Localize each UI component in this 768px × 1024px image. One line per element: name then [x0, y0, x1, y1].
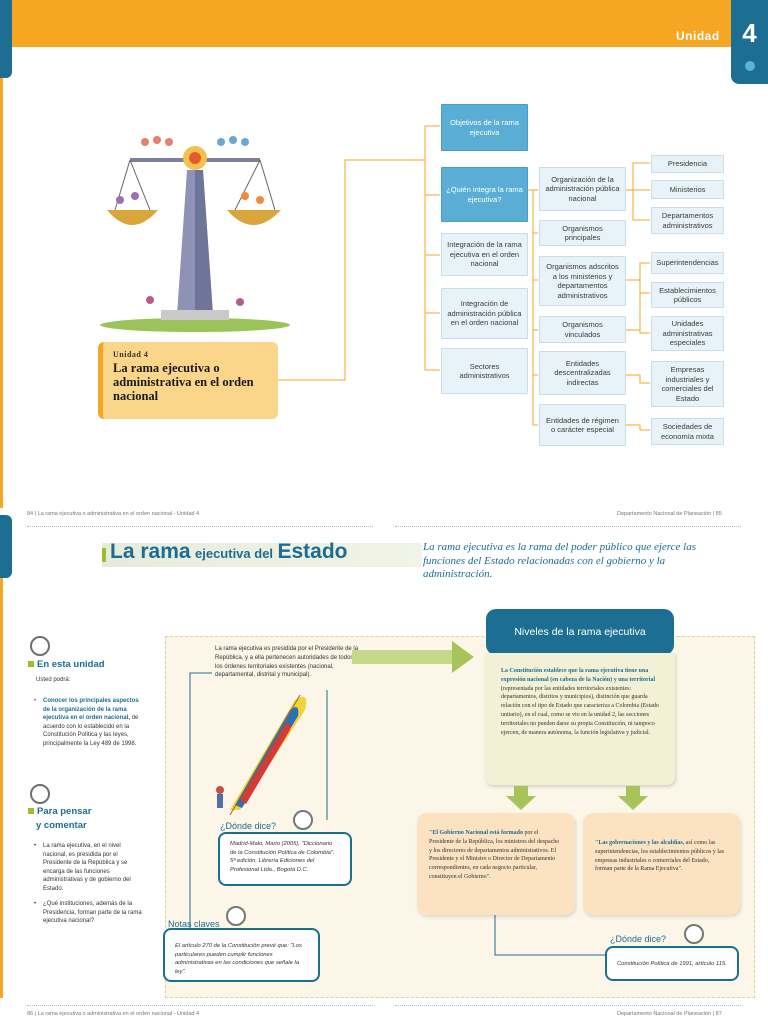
diagram-connectors: [278, 125, 650, 431]
unit-caption: Unidad 4: [113, 350, 149, 359]
unit-number: 4: [742, 18, 757, 48]
diagram-node-departamentos: Departamentos administrativos: [651, 207, 724, 234]
bullet-marker: [28, 808, 34, 815]
balance-scale-illustration: [100, 136, 290, 332]
diagram-node-organismos-principales: Organismos principales: [539, 220, 626, 246]
left-accent-strip: [0, 515, 12, 578]
levels-text: La Constitución establece que la rama ej…: [485, 653, 675, 785]
sidebar-heading: Para pensar: [28, 806, 91, 817]
title-marker: [102, 548, 106, 562]
footer-right-bottom: Departamento Nacional de Planeación | 87: [617, 1011, 722, 1017]
feather-pen-illustration: [216, 694, 307, 816]
bullet-marker: •: [34, 901, 37, 907]
diagram-node-sectores: Sectores administrativos: [441, 348, 528, 394]
diagram-node-unidades: Unidades administrativas especiales: [651, 316, 724, 351]
footer-left-top: 84 | La rama ejecutiva o administrativa …: [27, 511, 200, 517]
source-note: Madrid-Malo, Mario (2005), "Diccionario …: [218, 832, 352, 886]
divider: [27, 1005, 373, 1006]
arrow-down-head: [506, 796, 536, 810]
title-part: La rama: [110, 540, 191, 563]
diagram-node-integracion-rama: Integración de la rama ejecutiva en el o…: [441, 233, 528, 276]
sidebar-heading: En esta unidad: [28, 659, 105, 670]
divider: [395, 526, 741, 527]
diagram-node-regimen-especial: Entidades de régimen o carácter especial: [539, 404, 626, 446]
diagram-node-establecimientos: Establecimientos públicos: [651, 282, 724, 308]
section-lead: La rama ejecutiva es la rama del poder p…: [423, 541, 697, 580]
unit-label: Unidad: [676, 29, 720, 43]
diagram-node-presidencia: Presidencia: [651, 155, 724, 173]
thinking-person-icon: [30, 784, 50, 804]
divider: [395, 1005, 741, 1006]
arrow-right-head: [452, 641, 474, 673]
title-part: ejecutiva del: [195, 546, 274, 561]
diagram-node-empresas: Empresas industriales y comerciales del …: [651, 361, 724, 407]
sidebar-intro: Usted podrá:: [36, 677, 71, 683]
divider: [27, 526, 373, 527]
diagram-node-organismos-vinculados: Organismos vinculados: [539, 316, 626, 343]
left-accent-line: [0, 578, 3, 998]
key-note: El artículo 270 de la Constitución prevé…: [163, 928, 320, 982]
footer-right-top: Departamento Nacional de Planeación | 85: [617, 511, 722, 517]
diagram-node-ministerios: Ministerios: [651, 180, 724, 199]
diagram-node-superintendencias: Superintendencias: [651, 252, 724, 274]
unit-title-box: Unidad 4 La rama ejecutiva o administrat…: [98, 342, 278, 419]
left-accent-strip: [0, 0, 12, 78]
diagram-node-quien-integra: ¿Quién integra la rama ejecutiva?: [441, 167, 528, 222]
section-title: La rama ejecutiva del Estado: [110, 540, 348, 564]
diagram-node-objetivos: Objetivos de la rama ejecutiva: [441, 104, 528, 151]
unit-title: La rama ejecutiva o administrativa en el…: [113, 361, 254, 403]
levels-heading: Niveles de la rama ejecutiva: [486, 609, 674, 655]
sidebar-question: •¿Qué instituciones, además de la Presid…: [34, 901, 142, 924]
title-part: Estado: [277, 540, 348, 563]
diagram-node-entidades-descentralizadas: Entidades descentralizadas indirectas: [539, 351, 626, 395]
reader-icon: [684, 924, 704, 944]
arrow-right-stem: [352, 650, 452, 664]
arrow-down-head: [618, 796, 648, 810]
arrow-down-stem: [514, 786, 528, 796]
bullet-marker: [28, 661, 34, 668]
sidebar-objective: •Conocer los principales aspectos de la …: [34, 698, 139, 747]
reader-icon: [293, 810, 313, 830]
bullet-marker: •: [34, 698, 37, 704]
bullet-marker: •: [34, 843, 37, 849]
key-notes-icon: [226, 906, 246, 926]
unit-dot: [745, 61, 755, 71]
footer-left-bottom: 86 | La rama ejecutiva o administrativa …: [27, 1011, 200, 1017]
sidebar-question: •La rama ejecutiva, en el nivel nacional…: [34, 843, 131, 892]
key-notes-heading: Notas claves: [168, 919, 220, 929]
diagram-node-integracion-administracion: Integración de administración pública en…: [441, 288, 528, 339]
arrow-down-stem: [626, 786, 640, 796]
diagram-node-sociedades: Sociedades de economía mixta: [651, 418, 724, 445]
source-note: Constitución Política de 1991, artículo …: [605, 946, 739, 981]
title-background: [102, 543, 422, 567]
sidebar-heading-line2: y comentar: [36, 820, 87, 831]
person-icon: [30, 636, 50, 656]
top-band: [0, 0, 768, 47]
diagram-node-organismos-adscritos: Organismos adscritos a los ministerios y…: [539, 256, 626, 306]
left-accent-line: [0, 78, 3, 508]
source-heading: ¿Dónde dice?: [610, 934, 667, 944]
source-heading: ¿Dónde dice?: [220, 821, 277, 831]
national-government-card: "El Gobierno Nacional está formado por e…: [417, 813, 575, 915]
territorial-card: "Las gobernaciones y las alcaldías, así …: [583, 813, 740, 915]
panel-intro: La rama ejecutiva es presidida por el Pr…: [215, 646, 359, 679]
diagram-node-organizacion: Organización de la administración públic…: [539, 167, 626, 211]
